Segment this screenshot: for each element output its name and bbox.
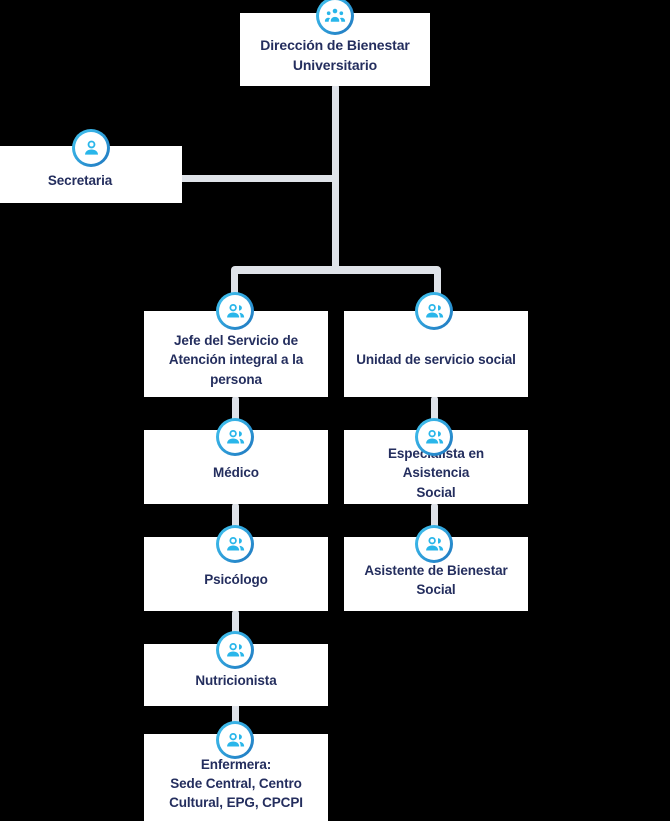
two-people-icon	[415, 525, 453, 563]
two-people-icon	[216, 292, 254, 330]
node-jefe-servicio-label: Jefe del Servicio de Atención integral a…	[168, 333, 304, 387]
connector-split-leg-left	[231, 270, 238, 300]
node-medico-label: Médico	[213, 465, 259, 481]
connector-especialista-asistente	[431, 503, 438, 535]
connector-unidad-especialista	[431, 396, 438, 428]
two-people-icon	[415, 418, 453, 456]
two-people-icon	[216, 721, 254, 759]
node-nutricionista-label: Nutricionista	[195, 673, 277, 689]
node-direccion-label: Dirección de Bienestar Universitario	[260, 36, 410, 73]
two-people-icon	[216, 525, 254, 563]
node-psicologo-label: Psicólogo	[204, 572, 268, 588]
two-people-icon	[216, 631, 254, 669]
connector-medico-psicologo	[232, 503, 239, 535]
connector-secretaria-horizontal	[178, 175, 336, 182]
two-people-icon	[415, 292, 453, 330]
single-person-icon	[72, 129, 110, 167]
two-people-icon	[216, 418, 254, 456]
node-jefe-servicio[interactable]: Jefe del Servicio de Atención integral a…	[144, 311, 328, 397]
group-of-people-icon	[316, 0, 354, 35]
connector-split-leg-right	[434, 270, 441, 300]
connector-psicologo-nutricionista	[232, 610, 239, 642]
node-enfermera-label: Enfermera: Sede Central, Centro Cultural…	[169, 756, 303, 811]
connector-split-bar	[231, 266, 441, 274]
connector-nutricionista-enfermera	[232, 703, 239, 733]
node-unidad-servicio-social-label: Unidad de servicio social	[356, 352, 516, 368]
connector-jefe-medico	[232, 396, 239, 428]
node-asistente-bienestar-social-label: Asistente de Bienestar Social	[364, 562, 508, 597]
node-especialista-asistencia-social[interactable]: Especialista en Asistencia Social	[344, 430, 528, 504]
node-secretaria-label: Secretaria	[47, 172, 113, 188]
